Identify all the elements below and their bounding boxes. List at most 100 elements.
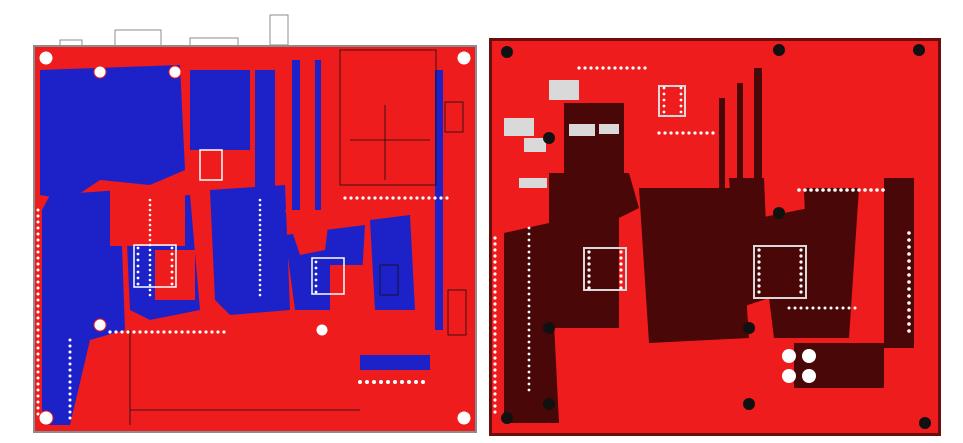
pad [493,284,497,288]
pad [619,250,623,254]
pad [493,320,497,324]
pad [711,131,715,135]
pad [679,92,683,96]
mounting-hole [38,50,54,66]
pad [36,316,40,320]
pad [379,196,383,200]
mounting-hole [501,46,513,58]
pad [527,298,531,302]
pad [421,196,425,200]
pad [314,260,318,264]
pad [527,250,531,254]
pad [847,306,851,310]
pad [527,334,531,338]
pad [373,196,377,200]
pad [136,246,140,250]
pad [36,382,40,386]
pad [681,131,685,135]
pad [493,254,497,258]
pad [907,294,911,298]
pad [805,306,809,310]
pad [527,274,531,278]
pad [493,392,497,396]
pad [679,98,683,102]
pad [136,282,140,286]
pad [493,278,497,282]
pad [643,66,647,70]
connector-right [782,349,816,383]
ic-footprint [311,257,345,295]
pad [36,298,40,302]
pad [527,262,531,266]
pad [258,203,262,207]
pcb-right-drawing [489,38,941,436]
pad [493,374,497,378]
pad [36,268,40,272]
pad [595,66,599,70]
pad [907,273,911,277]
pad [907,329,911,333]
pad [625,66,629,70]
red-pour-overlay [110,186,370,310]
pad [258,218,262,222]
mounting-hole [38,410,54,426]
pad [136,264,140,268]
pad [156,330,160,334]
pad [527,340,531,344]
pad [148,283,152,287]
pad [68,392,72,396]
pad [36,400,40,404]
pad [493,344,497,348]
pad [36,352,40,356]
pad [138,330,142,334]
pad [148,273,152,277]
mounting-hole [93,65,107,79]
pad [170,270,174,274]
pad [148,278,152,282]
pad [821,188,825,192]
pad [258,228,262,232]
mounting-holes-right [501,44,931,429]
pad [493,236,497,240]
pad [148,213,152,217]
pad [527,268,531,272]
pad [587,274,591,278]
pad [391,196,395,200]
mounting-hole [501,412,513,424]
mounting-hole [93,318,107,332]
pad [433,196,437,200]
pad [823,306,827,310]
pad [68,398,72,402]
pad [36,220,40,224]
pad [527,280,531,284]
pad [493,350,497,354]
pad [587,286,591,290]
pad [527,226,531,230]
pad [853,306,857,310]
pad [527,316,531,320]
pad [679,110,683,114]
pad [493,386,497,390]
pad [36,214,40,218]
pad [68,380,72,384]
pad [662,92,666,96]
pad [693,131,697,135]
pad [799,284,803,288]
pad [619,274,623,278]
pad [493,296,497,300]
pad [787,306,791,310]
pad [68,374,72,378]
pad [839,188,843,192]
pad [258,283,262,287]
pad [675,131,679,135]
pad [397,196,401,200]
pad [258,213,262,217]
pad [662,110,666,114]
pad [619,66,623,70]
pad [314,284,318,288]
pad [148,203,152,207]
pad [68,362,72,366]
pad [365,380,369,384]
pad [68,404,72,408]
pad [258,248,262,252]
